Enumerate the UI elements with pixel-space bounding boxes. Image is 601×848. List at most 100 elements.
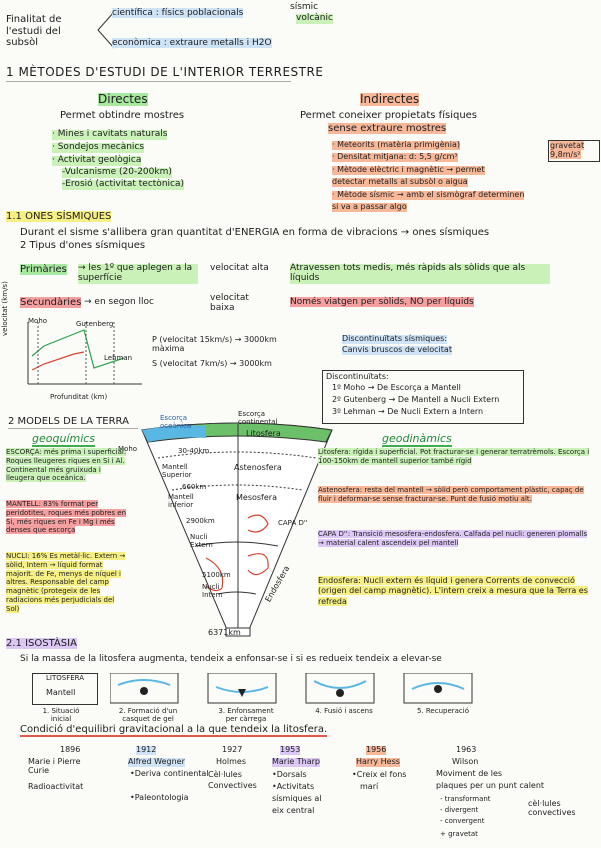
tl-note-1-1: •Paleontologia xyxy=(130,793,189,802)
disc-title: Discontinuïtats sísmiques: xyxy=(342,334,448,344)
tl-note-2-1: Convectives xyxy=(208,781,257,790)
tl-name-2: Holmes xyxy=(216,757,247,766)
geodinamic-lito: Litosfera: rígida i superficial. Pot fra… xyxy=(318,448,590,466)
iso-step-3: 4. Fusió i ascens xyxy=(315,707,373,715)
indirectes-intro-1: Permet coneixer propietats físiques xyxy=(300,110,478,121)
tl-note-3-3: eix central xyxy=(272,806,315,815)
s21-line: Si la massa de la litosfera augmenta, te… xyxy=(20,654,442,664)
geoquimic-escorca: ESCORÇA: més prima i superficial. Roques… xyxy=(6,448,127,483)
isostasy-stages xyxy=(110,673,473,704)
indirectes-item-0: · Meteorits (matèria primigènia) xyxy=(332,140,460,150)
indirectes-title: Indirectes xyxy=(360,92,420,107)
diag-mantell-sup: Mantell Superior xyxy=(162,463,192,479)
geoquimic-title: geoquímics xyxy=(32,432,96,447)
tl-name-5: Wilson xyxy=(452,757,479,766)
primaries-desc: → les 1º que aplegen a la superfície xyxy=(78,263,198,284)
gravetat-box: gravetat 9,8m/s² xyxy=(548,140,600,162)
tl-note-5-0: Moviment de les xyxy=(436,769,503,778)
tl-name-4: Harry Hess xyxy=(356,757,400,767)
iso-step-0: 1. Situació inicial xyxy=(42,707,80,723)
tl-note-1-0: •Deriva continental xyxy=(130,769,209,778)
diag-esc-cont: Escorça continental xyxy=(238,410,278,426)
tl-year-1: 1912 xyxy=(136,745,157,755)
tl-year-0: 1896 xyxy=(60,745,81,754)
directes-item-0: · Mines i cavitats naturals xyxy=(52,129,168,140)
secundaries-desc: → en segon lloc xyxy=(84,297,154,307)
tl-note-0-0: Radioactivitat xyxy=(28,782,84,791)
directes-item-1: · Sondejos mecànics xyxy=(52,142,145,153)
disc-item-1: 2º Gutenberg → De Mantell a Nucli Extern xyxy=(332,395,500,404)
disc-box xyxy=(322,370,524,424)
tl-note-3-1: •Activitats xyxy=(272,782,315,791)
diag-nucli-ext: Nucli Extern xyxy=(190,533,213,549)
seismic-velocity-chart xyxy=(27,322,142,385)
chart-s-note: S (velocitat 7km/s) → 3000km xyxy=(152,359,272,368)
iso-step-1: 2. Formació d'un casquet de gel xyxy=(118,707,178,723)
chart-gutenberg: Gutenberg xyxy=(76,320,114,328)
disc-head: Discontinuïtats: xyxy=(326,372,389,381)
volcanic: volcànic xyxy=(296,13,333,24)
p-wave-line xyxy=(31,329,125,369)
tl-note-3-0: •Dorsals xyxy=(272,770,307,779)
brace-icon xyxy=(97,11,115,49)
iso-step-4: 5. Recuperació xyxy=(416,707,470,715)
indirectes-item-4: · Mètode sísmic → amb el sismògraf deter… xyxy=(332,190,525,200)
primaries-desc2: Atravessen tots medis, més ràpids als sò… xyxy=(290,263,550,284)
earth-model-diagram xyxy=(141,422,333,637)
diag-mantell-inf: Mantell inferior xyxy=(168,493,194,509)
diag-moho: Moho xyxy=(118,445,138,453)
diag-esc-oc: Escorça oceànica xyxy=(160,414,192,430)
tl-note-5-4: - convergent xyxy=(440,817,485,825)
directes-item-2: · Activitat geològica xyxy=(52,155,142,166)
s11-line1: Durant el sisme s'allibera gran quantita… xyxy=(20,227,490,238)
tl-note-4-0: •Creix el fons xyxy=(352,770,407,779)
tl-name-1: Alfred Wegner xyxy=(128,757,185,767)
secundaries-label: Secundàries xyxy=(20,297,82,308)
tl-year-2: 1927 xyxy=(222,745,243,754)
chart-moho: Moho xyxy=(28,317,48,325)
directes-item-4: -Erosió (activitat tectònica) xyxy=(62,179,184,190)
chart-lehman: Lehman xyxy=(104,354,133,362)
secundaries-vel: velocitat baixa xyxy=(210,293,249,313)
finalitat-label: Finalitat de l'estudi del subsòl xyxy=(6,14,62,48)
primaries-vel: velocitat alta xyxy=(210,263,269,273)
tl-note-3-2: sísmiques al xyxy=(272,794,322,803)
s-wave-line xyxy=(31,351,85,371)
section-1-title: 1 MÈTODES D'ESTUDI DE L'INTERIOR TERREST… xyxy=(6,65,324,79)
diag-mesosfera: Mesosfera xyxy=(236,493,277,502)
finalitat-cientifica: científica : físics poblacionals xyxy=(112,8,244,18)
tl-name-3: Marie Tharp xyxy=(272,757,321,767)
tl-year-4: 1956 xyxy=(366,745,387,755)
finalitat-economica: econòmica : extraure metalls i H2O xyxy=(112,38,272,48)
diag-km30: 30-40km xyxy=(178,447,210,455)
tl-name-0: Marie i Pierre Curie xyxy=(28,757,81,775)
tl-extra-5: cèl·lules convectives xyxy=(528,799,576,817)
geodinamic-title: geodinàmics xyxy=(382,432,452,447)
geodinamic-capa: CAPA D'': Transició mesosfera-endosfera.… xyxy=(318,530,588,548)
geoquimic-mantell: MANTELL: 83% format per peridotites, roq… xyxy=(6,500,127,535)
directes-intro: Permet obtindre mostres xyxy=(60,110,185,121)
iso-box-1 xyxy=(32,673,98,705)
s11-line2: 2 Tipus d'ones sísmiques xyxy=(20,240,146,251)
diag-km6371: 6371km xyxy=(208,628,241,637)
geoquimic-nucli: NUCLI: 16% Es metàl·lic. Extern → sòlid,… xyxy=(6,552,126,613)
tl-year-3: 1953 xyxy=(280,745,301,755)
disc-subtitle: Canvis bruscos de velocitat xyxy=(342,345,452,355)
indirectes-item-3: detectar metalls al subsòl o aigua xyxy=(332,177,468,187)
chart-xlabel: Profunditat (km) xyxy=(50,393,108,401)
iso-box1-bot: Mantell xyxy=(46,688,76,697)
tl-note-5-2: - transformant xyxy=(440,795,491,803)
tl-note-5-3: - divergent xyxy=(440,806,479,814)
primaries-label: Primàries xyxy=(20,264,67,275)
s21-title: 2.1 ISOSTÀSIA xyxy=(6,638,77,649)
indirectes-item-1: · Densitat mitjana: d: 5,5 g/cm³ xyxy=(332,152,458,162)
geodinamic-endo: Endosfera: Nucli extern és líquid i gene… xyxy=(318,576,588,606)
chart-ylabel: velocitat (km/s) xyxy=(1,281,9,336)
indirectes-item-5: si va a passar algo xyxy=(332,202,407,212)
s21-cond: Condició d'equilibri gravitacional a la … xyxy=(20,724,328,737)
diag-litosfera: Litosfera xyxy=(246,429,281,438)
indirectes-intro-2: sense extraure mostres xyxy=(328,123,447,134)
secundaries-desc2: Només viatgen per sòlids, NO per líquids xyxy=(290,297,474,307)
indirectes-item-2: · Mètode elèctric i magnètic → permet xyxy=(332,165,485,175)
diag-km5100: 5100km xyxy=(202,571,231,579)
